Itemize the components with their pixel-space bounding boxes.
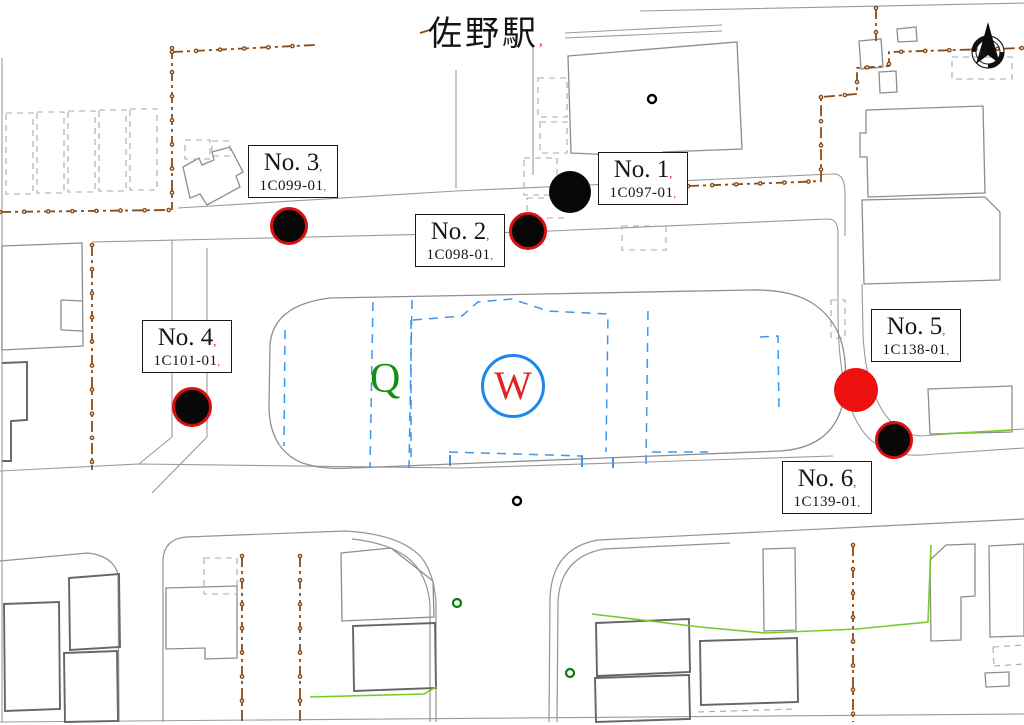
- north-label: N: [979, 49, 986, 59]
- planting-symbol: Q: [370, 356, 401, 402]
- north-arrow-icon: N: [971, 22, 1005, 69]
- point-label-no-4[interactable]: No. 4, 1C101-01,: [142, 320, 232, 373]
- blue-tick-marks: [449, 455, 614, 468]
- marker-no-3[interactable]: [270, 207, 308, 245]
- point-label-no-3[interactable]: No. 3, 1C099-01,: [248, 145, 338, 198]
- marker-no-5[interactable]: [834, 368, 878, 412]
- boundary-lines: [0, 5, 1024, 725]
- water-symbol-circle: W: [481, 354, 545, 418]
- green-manhole-icons: [451, 597, 576, 679]
- green-lines: [309, 429, 1013, 698]
- building-outlines-bold: [1, 361, 799, 723]
- station-title: 佐野駅,: [428, 16, 546, 53]
- marker-no-4[interactable]: [172, 387, 212, 427]
- dashed-outlines: [5, 56, 1024, 713]
- building-outlines: [1, 26, 1024, 688]
- point-label-no-5[interactable]: No. 5, 1C138-01,: [871, 309, 961, 362]
- water-symbol-label: W: [494, 363, 532, 408]
- marker-no-6[interactable]: [875, 421, 913, 459]
- rotary-outline: [268, 289, 847, 470]
- gabled-building: [182, 146, 244, 206]
- small-point-icons: [511, 93, 658, 507]
- plaza-guide-lines: [283, 298, 780, 469]
- point-label-no-1[interactable]: No. 1, 1C097-01,: [598, 152, 688, 205]
- marker-no-1[interactable]: [549, 171, 591, 213]
- point-label-no-2[interactable]: No. 2, 1C098-01,: [415, 214, 505, 267]
- marker-no-2[interactable]: [509, 212, 547, 250]
- point-label-no-6[interactable]: No. 6, 1C139-01,: [782, 461, 872, 514]
- block-outlines: [0, 518, 1024, 723]
